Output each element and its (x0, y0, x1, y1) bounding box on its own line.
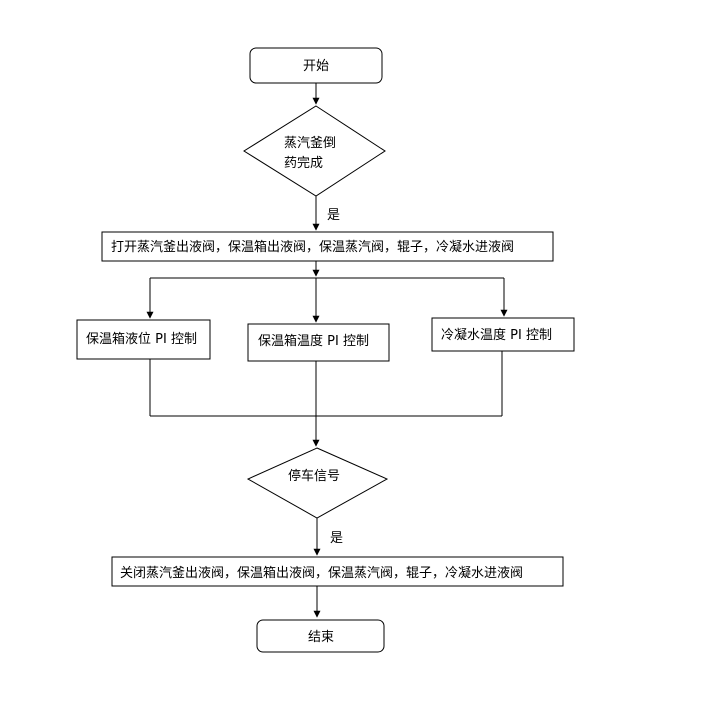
end-label: 结束 (308, 630, 334, 645)
cond-temp-control-label: 冷凝水温度 PI 控制 (441, 327, 552, 343)
open-valves-node: 打开蒸汽釜出液阀，保温箱出液阀，保温蒸汽阀，辊子，冷凝水进液阀 (101, 231, 554, 262)
decision-steam-line1: 蒸汽釜倒 (284, 136, 336, 151)
decision-steam-line2: 药完成 (284, 156, 323, 171)
decision-steam-complete: 蒸汽釜倒 药完成 (243, 105, 386, 197)
yes-label-1: 是 (327, 208, 340, 223)
level-control-node: 保温箱液位 PI 控制 (76, 319, 211, 360)
temp-control-label: 保温箱温度 PI 控制 (258, 333, 369, 349)
close-valves-node: 关闭蒸汽釜出液阀，保温箱出液阀，保温蒸汽阀，辊子，冷凝水进液阀 (111, 556, 564, 587)
temp-control-node: 保温箱温度 PI 控制 (247, 323, 390, 362)
start-node: 开始 (249, 47, 383, 84)
start-label: 开始 (303, 59, 329, 74)
close-valves-label: 关闭蒸汽釜出液阀，保温箱出液阀，保温蒸汽阀，辊子，冷凝水进液阀 (120, 565, 523, 581)
decision-stop-label: 停车信号 (288, 468, 340, 484)
cond-temp-control-node: 冷凝水温度 PI 控制 (431, 317, 575, 352)
level-control-label: 保温箱液位 PI 控制 (86, 331, 197, 347)
open-valves-label: 打开蒸汽釜出液阀，保温箱出液阀，保温蒸汽阀，辊子，冷凝水进液阀 (111, 239, 514, 255)
decision-stop-signal: 停车信号 (246, 447, 389, 519)
end-node: 结束 (256, 619, 385, 653)
yes-label-2: 是 (330, 531, 343, 546)
